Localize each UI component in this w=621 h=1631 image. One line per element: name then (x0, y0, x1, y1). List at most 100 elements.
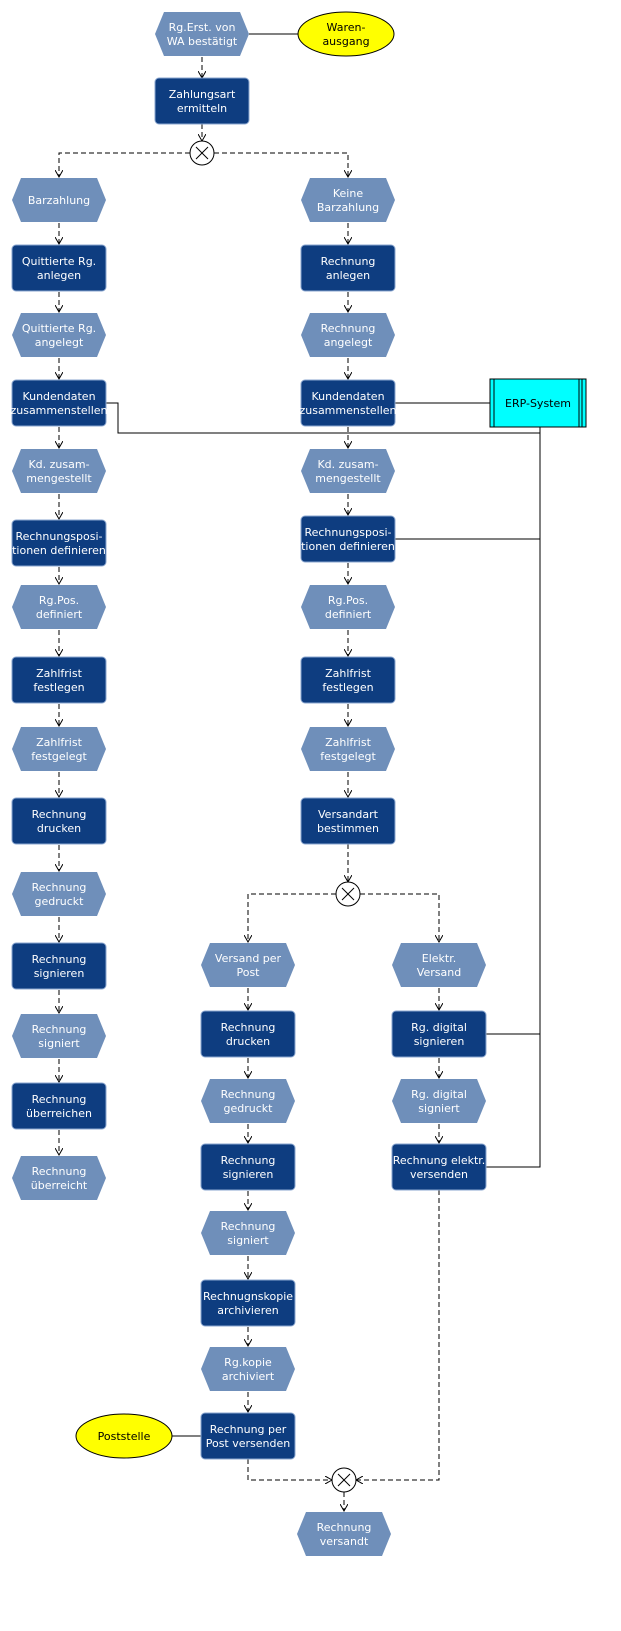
event-hexagon (12, 585, 106, 629)
event-hexagon (301, 313, 395, 357)
node-label-line: festgelegt (320, 750, 376, 763)
node-label-line: gedruckt (224, 1102, 274, 1115)
event-hexagon (297, 1512, 391, 1556)
function-box (200, 1412, 296, 1460)
node-label-line: Rechnugnskopie (203, 1290, 293, 1303)
node-label-line: festlegen (322, 681, 373, 694)
node-label-line: angelegt (324, 336, 373, 349)
event-node-e-kd-l: Kd. zusam-mengestellt (12, 449, 106, 493)
function-box (154, 77, 250, 125)
node-label-line: zusammenstellen (299, 404, 396, 417)
event-hexagon (12, 449, 106, 493)
node-label-line: festgelegt (31, 750, 87, 763)
event-hexagon (12, 178, 106, 222)
node-label-line: Rechnung (221, 1154, 276, 1167)
node-label-line: tionen definieren (301, 540, 395, 553)
event-hexagon (12, 1156, 106, 1200)
node-label-line: drucken (37, 822, 81, 835)
node-label-line: Versand per (215, 952, 282, 965)
node-label-line: Rechnung (32, 1023, 87, 1036)
node-label-line: Zahlfrist (325, 736, 371, 749)
node-label-line: Elektr. (422, 952, 456, 965)
node-label-line: Rg. digital (411, 1021, 467, 1034)
event-hexagon (201, 943, 295, 987)
node-label-line: Rechnungsposi- (304, 526, 391, 539)
node-label-line: Rechnung (32, 953, 87, 966)
function-box (11, 379, 107, 427)
node-label-line: versandt (320, 1535, 369, 1548)
node-label-line: Rechnung (32, 808, 87, 821)
node-label-line: tionen definieren (12, 544, 106, 557)
node-label-line: angelegt (35, 336, 84, 349)
function-box (200, 1279, 296, 1327)
flow-arrow-x2-to-e_versand_post (248, 893, 336, 942)
xor-connector-x1 (189, 140, 215, 166)
node-label-line: Zahlungsart (169, 88, 236, 101)
node-label-line: Rechnung (32, 881, 87, 894)
node-label-line: signiert (418, 1102, 460, 1115)
function-box (300, 656, 396, 704)
event-hexagon (12, 313, 106, 357)
event-node-e-barzahlung: Barzahlung (12, 178, 106, 222)
org-unit-ellipse (75, 1413, 173, 1459)
function-node-f-elektr-versenden: Rechnung elektr.versenden (391, 1143, 487, 1191)
node-label-line: archivieren (217, 1304, 278, 1317)
function-node-f-rgpos-r: Rechnungsposi-tionen definieren (300, 515, 396, 563)
node-label-line: Rechnung (221, 1088, 276, 1101)
node-label-line: Quittierte Rg. (22, 322, 96, 335)
event-node-e-quittierte-angelegt: Quittierte Rg.angelegt (12, 313, 106, 357)
node-label-line: Rechnung (317, 1521, 372, 1534)
event-hexagon (12, 872, 106, 916)
node-label-line: signiert (38, 1037, 80, 1050)
node-label-line: drucken (226, 1035, 270, 1048)
node-label-line: bestimmen (317, 822, 379, 835)
node-label-line: Rechnung elektr. (393, 1154, 486, 1167)
node-label-line: Rg.Pos. (328, 594, 368, 607)
function-box (11, 244, 107, 292)
function-box (11, 656, 107, 704)
xor-cross-icon (195, 146, 209, 160)
node-label-line: Versand (417, 966, 461, 979)
flow-arrow-x2-to-e_elektr_versand (360, 893, 439, 942)
node-label-line: Rechnung (221, 1220, 276, 1233)
function-box (200, 1010, 296, 1058)
event-hexagon (392, 943, 486, 987)
node-label-line: signieren (414, 1035, 465, 1048)
function-box (300, 797, 396, 845)
event-hexagon (301, 449, 395, 493)
system-node-s-erp: ERP-System (489, 378, 587, 428)
event-node-e-rgpos-r: Rg.Pos.definiert (301, 585, 395, 629)
node-label-line: versenden (410, 1168, 468, 1181)
event-node-e-kd-r: Kd. zusam-mengestellt (301, 449, 395, 493)
function-box (300, 379, 396, 427)
node-label-line: ermitteln (177, 102, 227, 115)
org-unit-node-o-warenausgang: Waren-ausgang (297, 11, 395, 57)
event-hexagon (201, 1211, 295, 1255)
node-label-line: Rg. digital (411, 1088, 467, 1101)
function-box (300, 515, 396, 563)
node-label-line: anlegen (37, 269, 81, 282)
node-label-line: Post versenden (206, 1437, 291, 1450)
node-label-line: WA bestätigt (167, 35, 238, 48)
node-label-line: definiert (36, 608, 83, 621)
